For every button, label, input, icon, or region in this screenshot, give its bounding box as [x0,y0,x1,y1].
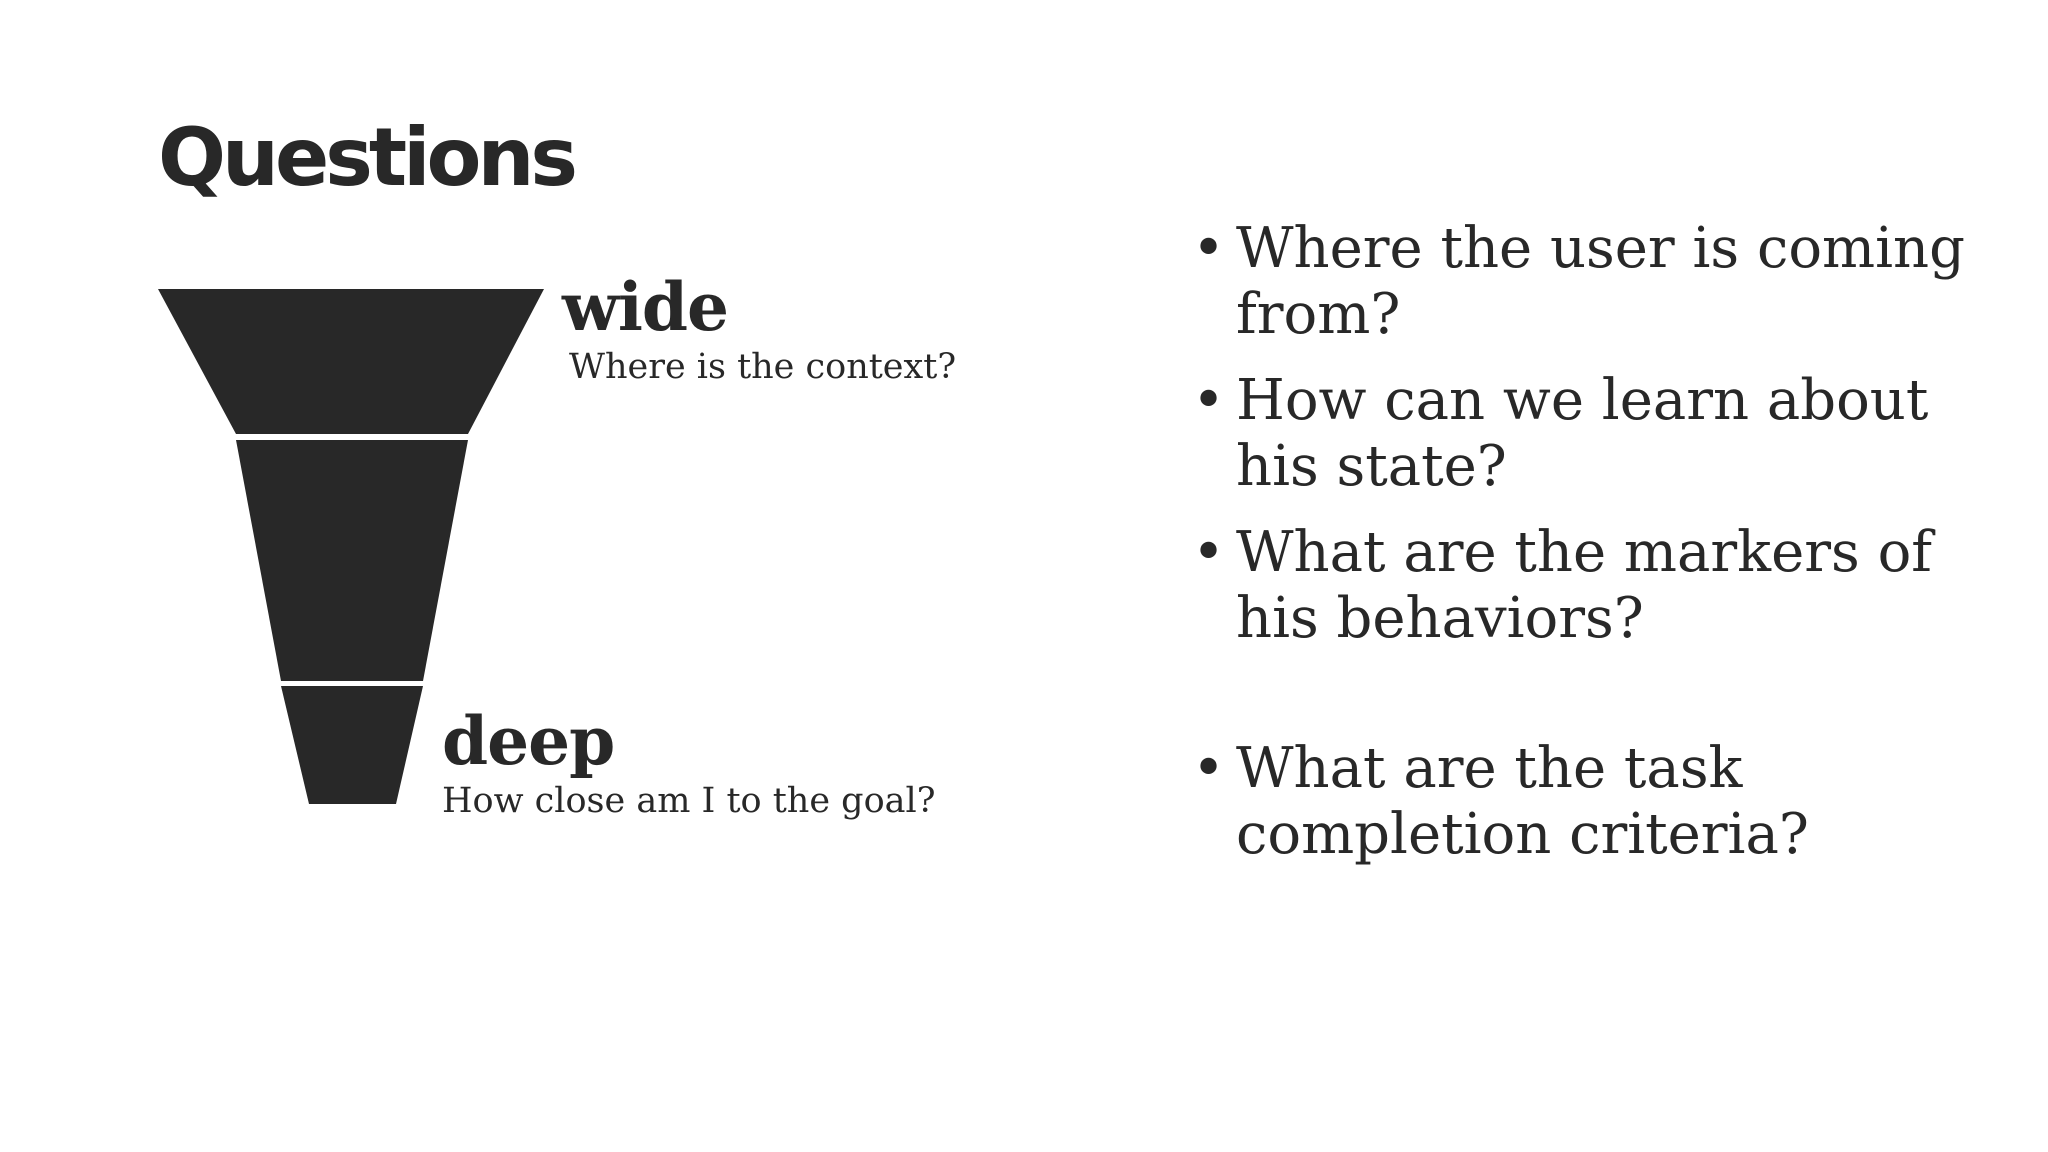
funnel-middle-segment [236,440,468,681]
funnel-wide-subtitle: Where is the context? [569,347,957,387]
list-item: • What are the markers of his behaviors? [1192,520,2012,652]
bullet-icon: • [1192,520,1226,585]
question-text: What are the markers of his behaviors? [1236,520,1933,651]
list-item: • How can we learn about his state? [1192,368,2012,500]
slide-title: Questions [158,111,578,204]
bullet-icon: • [1192,368,1226,433]
question-text: What are the task completion criteria? [1236,736,1809,867]
funnel-wide-label: wide [562,268,729,346]
list-item: • Where the user is coming from? [1192,216,2012,348]
funnel-bottom-segment [281,686,423,804]
list-item: • What are the task completion criteria? [1192,736,2012,868]
funnel-deep-label: deep [442,702,615,780]
question-text: How can we learn about his state? [1236,368,1929,499]
bullet-icon: • [1192,216,1226,281]
question-text: Where the user is coming from? [1236,216,1965,347]
funnel-deep-subtitle: How close am I to the goal? [442,781,936,821]
funnel-top-segment [158,289,544,434]
bullet-icon: • [1192,736,1226,801]
